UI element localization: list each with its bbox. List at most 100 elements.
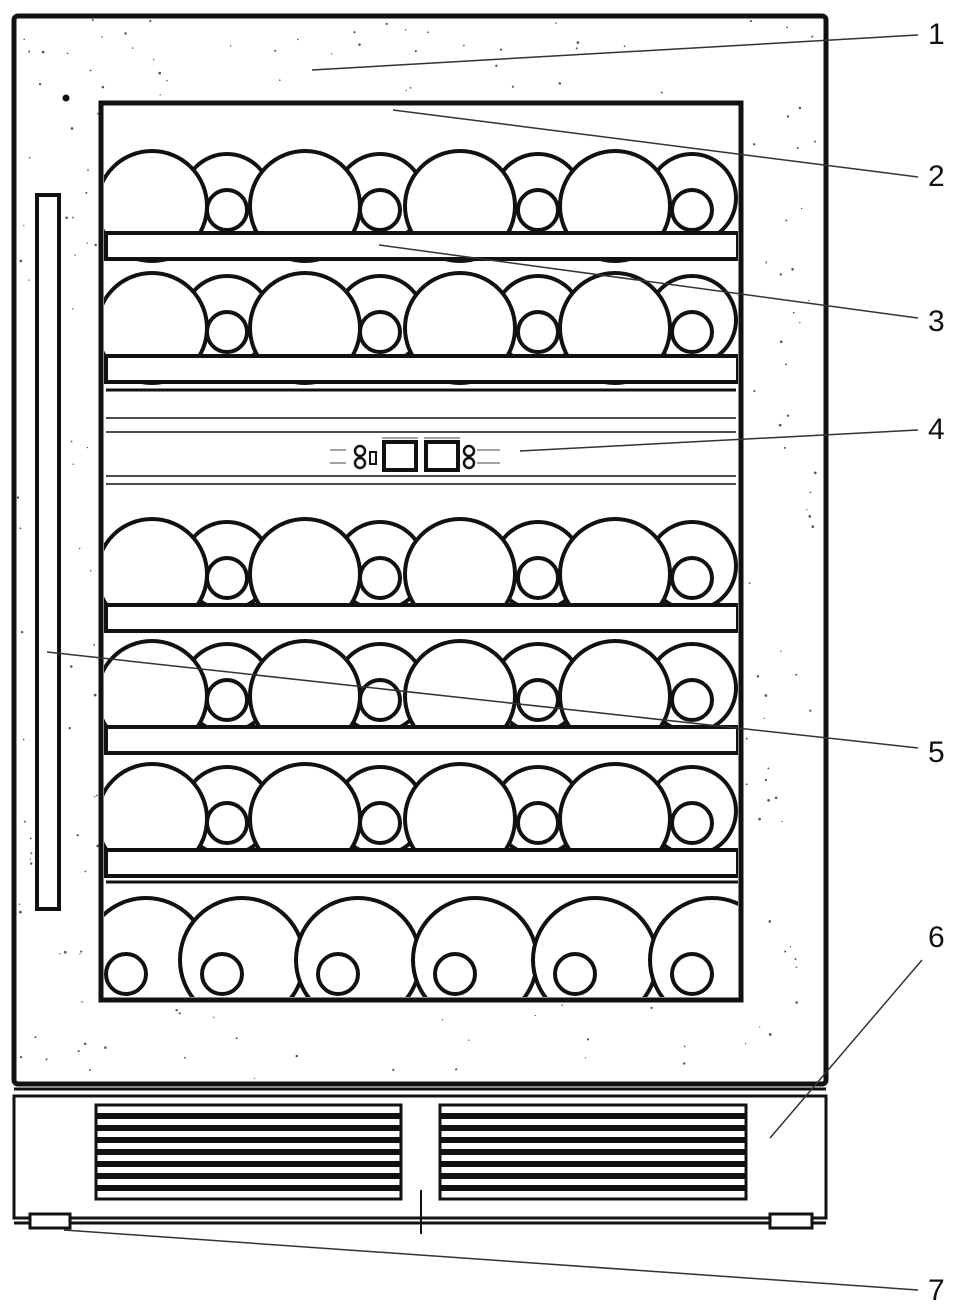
speckle-dot bbox=[68, 727, 71, 730]
temperature-display-left bbox=[382, 440, 418, 472]
speckle-dot bbox=[660, 91, 663, 94]
speckle-dot bbox=[414, 50, 417, 53]
grille-slat bbox=[96, 1149, 401, 1155]
speckle-dot bbox=[584, 1057, 587, 1059]
callout-2: 2 bbox=[928, 160, 945, 193]
speckle-dot bbox=[59, 953, 61, 955]
speckle-dot bbox=[785, 219, 788, 222]
control-button bbox=[353, 456, 367, 470]
speckle-dot bbox=[744, 1042, 747, 1045]
speckle-dot bbox=[748, 582, 751, 584]
grille-slat bbox=[440, 1137, 746, 1143]
shelf-rail bbox=[104, 354, 738, 384]
speckle-dot bbox=[650, 1006, 653, 1010]
speckle-dot bbox=[499, 48, 503, 51]
speckle-dot bbox=[72, 308, 74, 310]
speckle-dot bbox=[93, 796, 96, 798]
grille-slat bbox=[440, 1149, 746, 1155]
speckle-dot bbox=[814, 140, 816, 143]
speckle-dot bbox=[158, 71, 162, 75]
speckle-dot bbox=[795, 1001, 798, 1004]
bottom-bottle-neck bbox=[316, 952, 360, 996]
speckle-dot bbox=[78, 547, 81, 550]
speckle-dot bbox=[152, 58, 155, 61]
speckle-dot bbox=[427, 31, 429, 34]
speckle-dot bbox=[330, 53, 333, 55]
bottle-neck bbox=[358, 188, 402, 232]
speckle-dot bbox=[786, 115, 790, 118]
shelf-rail bbox=[104, 231, 738, 261]
speckle-dot bbox=[23, 820, 26, 823]
foot-left bbox=[28, 1212, 72, 1230]
bottle-neck bbox=[670, 801, 714, 845]
speckle-dot bbox=[409, 87, 412, 89]
speckle-dot bbox=[28, 279, 30, 281]
leader-line-6 bbox=[769, 959, 923, 1139]
speckle-dot bbox=[463, 44, 465, 47]
speckle-dot bbox=[278, 79, 281, 82]
speckle-dot bbox=[799, 322, 801, 324]
speckle-dot bbox=[19, 527, 22, 530]
speckle-dot bbox=[38, 83, 42, 86]
speckle-dot bbox=[66, 52, 69, 55]
bottle-neck bbox=[205, 801, 249, 845]
speckle-dot bbox=[392, 1068, 395, 1072]
speckle-dot bbox=[555, 22, 557, 24]
speckle-dot bbox=[441, 1019, 444, 1021]
bottom-bottle-base bbox=[178, 896, 306, 997]
speckle-dot bbox=[70, 440, 73, 443]
control-indicator bbox=[369, 451, 377, 465]
speckle-dot bbox=[683, 1045, 686, 1048]
speckle-dot bbox=[85, 191, 88, 194]
speckle-dot bbox=[88, 1069, 91, 1071]
bottom-bottle-neck bbox=[104, 952, 148, 996]
speckle-dot bbox=[81, 1001, 83, 1003]
speckle-dot bbox=[30, 852, 33, 855]
callout-6: 6 bbox=[928, 921, 945, 954]
bottom-bottle-base bbox=[411, 896, 539, 997]
grille-slat bbox=[96, 1137, 401, 1143]
speckle-dot bbox=[70, 127, 74, 130]
speckle-dot bbox=[809, 709, 812, 712]
bottle-row bbox=[104, 149, 738, 263]
speckle-dot bbox=[23, 224, 25, 227]
speckle-dot bbox=[16, 496, 20, 499]
lower-wine-racks bbox=[104, 517, 738, 878]
speckle-dot bbox=[159, 94, 161, 96]
speckle-dot bbox=[89, 69, 92, 72]
speckle-dot bbox=[811, 35, 814, 38]
control-button bbox=[462, 456, 476, 470]
leader-line-3 bbox=[378, 244, 919, 319]
speckle-dot bbox=[768, 920, 772, 923]
grille-slat bbox=[440, 1185, 746, 1191]
bottom-bottle-neck bbox=[200, 952, 244, 996]
speckle-dot bbox=[18, 903, 21, 905]
grille-slat bbox=[440, 1161, 746, 1167]
speckle-dot bbox=[86, 446, 89, 449]
speckle-dot bbox=[576, 41, 580, 44]
speckle-dot bbox=[83, 1042, 87, 1046]
speckle-dot bbox=[149, 19, 152, 23]
speckle-dot bbox=[93, 644, 96, 646]
speckle-dot bbox=[796, 147, 799, 149]
speckle-dot bbox=[753, 143, 756, 146]
speckle-dot bbox=[405, 89, 407, 92]
speckle-dot bbox=[28, 50, 31, 53]
speckle-dot bbox=[794, 958, 797, 961]
bottle-neck bbox=[358, 678, 402, 722]
bottom-bottle-neck bbox=[670, 952, 714, 996]
speckle-dot bbox=[95, 794, 98, 797]
grille-slat bbox=[440, 1173, 746, 1179]
speckle-dot bbox=[759, 1026, 761, 1028]
bottle-neck bbox=[670, 678, 714, 722]
speckle-dot bbox=[30, 862, 33, 865]
speckle-dot bbox=[96, 844, 100, 848]
bottle-neck bbox=[516, 188, 560, 232]
bottle-neck bbox=[670, 188, 714, 232]
speckle-dot bbox=[779, 340, 783, 344]
speckle-dot bbox=[558, 82, 562, 85]
bottom-bottle-neck bbox=[433, 952, 477, 996]
speckle-dot bbox=[212, 1016, 215, 1019]
speckle-dot bbox=[806, 509, 808, 511]
